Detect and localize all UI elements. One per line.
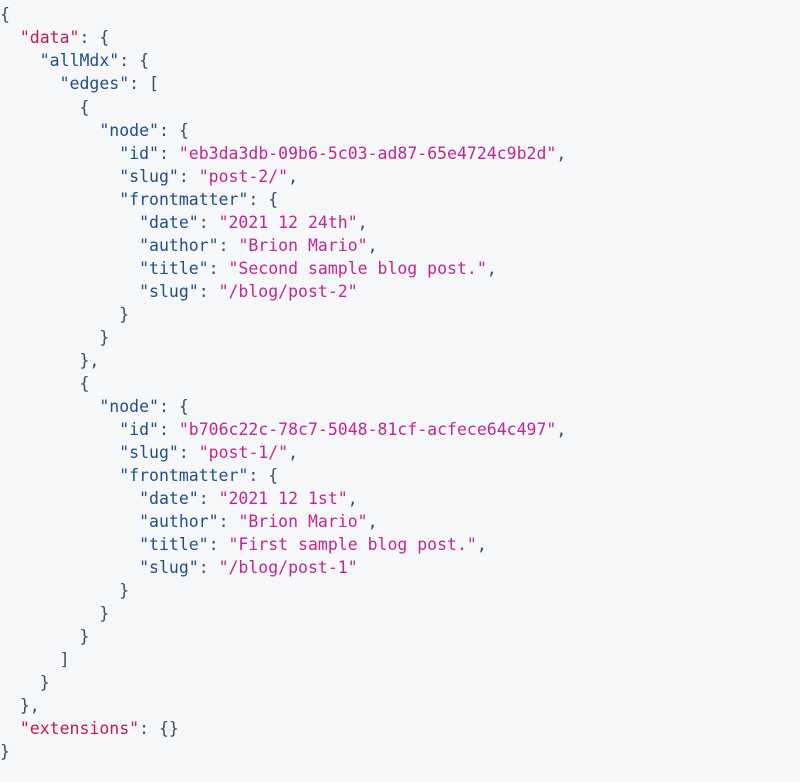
json-line: "slug": "/blog/post-2" <box>139 282 358 301</box>
json-line: ] <box>59 650 70 669</box>
value-frontmatter-slug: "/blog/post-2" <box>218 282 358 301</box>
value-date: "2021 12 1st" <box>218 489 348 508</box>
value-date: "2021 12 24th" <box>218 213 358 232</box>
json-line: "frontmatter": { <box>119 190 279 209</box>
key-frontmatter: "frontmatter" <box>119 190 249 209</box>
key-frontmatter-slug: "slug" <box>139 558 199 577</box>
key-author: "author" <box>139 512 219 531</box>
json-line: } <box>39 673 50 692</box>
json-line: "slug": "post-1/", <box>119 443 299 462</box>
json-line: "author": "Brion Mario", <box>139 236 378 255</box>
value-author: "Brion Mario" <box>238 512 368 531</box>
json-line: } <box>79 627 90 646</box>
value-id: "eb3da3db-09b6-5c03-ad87-65e4724c9b2d" <box>178 144 557 163</box>
json-line: "node": { <box>99 397 189 416</box>
key-date: "date" <box>139 213 199 232</box>
key-frontmatter: "frontmatter" <box>119 466 249 485</box>
key-frontmatter-slug: "slug" <box>139 282 199 301</box>
json-line: "author": "Brion Mario", <box>139 512 378 531</box>
json-line: "title": "Second sample blog post.", <box>139 259 497 278</box>
key-id: "id" <box>119 144 159 163</box>
json-line: "allMdx": { <box>39 51 150 70</box>
json-line: "title": "First sample blog post.", <box>139 535 487 554</box>
value-author: "Brion Mario" <box>238 236 368 255</box>
key-allmdx: "allMdx" <box>39 51 120 70</box>
json-line: "date": "2021 12 1st", <box>139 489 358 508</box>
value-title: "First sample blog post." <box>228 535 477 554</box>
key-author: "author" <box>139 236 219 255</box>
json-line: "extensions": {} <box>19 719 179 738</box>
json-line: } <box>99 328 110 347</box>
key-slug: "slug" <box>119 443 179 462</box>
key-edges: "edges" <box>59 74 130 93</box>
key-id: "id" <box>119 420 159 439</box>
json-line: "frontmatter": { <box>119 466 279 485</box>
json-line: }, <box>19 696 40 715</box>
value-title: "Second sample blog post." <box>228 259 487 278</box>
json-line: "slug": "post-2/", <box>119 167 299 186</box>
json-line: { <box>0 3 10 26</box>
value-slug: "post-2/" <box>198 167 289 186</box>
json-line: { <box>79 374 90 393</box>
key-title: "title" <box>139 535 209 554</box>
json-line: "edges": [ <box>59 74 159 93</box>
value-frontmatter-slug: "/blog/post-1" <box>218 558 358 577</box>
value-slug: "post-1/" <box>198 443 289 462</box>
value-id: "b706c22c-78c7-5048-81cf-acfece64c497" <box>178 420 557 439</box>
json-line: { <box>79 98 90 117</box>
json-line: "slug": "/blog/post-1" <box>139 558 358 577</box>
json-line: } <box>99 604 110 623</box>
json-line: "date": "2021 12 24th", <box>139 213 368 232</box>
close-brace: } <box>0 742 10 761</box>
key-extensions: "extensions" <box>19 719 140 738</box>
key-date: "date" <box>139 489 199 508</box>
json-line: "node": { <box>99 121 189 140</box>
key-title: "title" <box>139 259 209 278</box>
key-node: "node" <box>99 121 159 140</box>
value-extensions: {} <box>158 719 179 738</box>
json-line: "id": "eb3da3db-09b6-5c03-ad87-65e4724c9… <box>119 144 567 163</box>
json-line: } <box>119 305 130 324</box>
open-brace: { <box>0 5 10 24</box>
json-line: } <box>0 740 10 763</box>
json-line: "data": { <box>19 28 110 47</box>
key-data: "data" <box>19 28 80 47</box>
json-line: }, <box>79 351 100 370</box>
key-slug: "slug" <box>119 167 179 186</box>
key-node: "node" <box>99 397 159 416</box>
json-line: } <box>119 581 130 600</box>
json-line: "id": "b706c22c-78c7-5048-81cf-acfece64c… <box>119 420 567 439</box>
